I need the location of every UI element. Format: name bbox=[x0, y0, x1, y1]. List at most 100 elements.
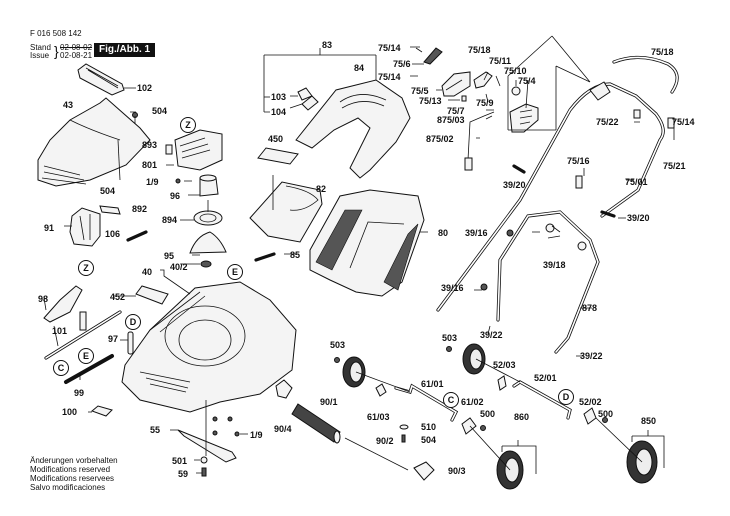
label-503: 503 bbox=[442, 333, 458, 343]
label-39-22: 39/22 bbox=[480, 330, 503, 340]
nut-503-a bbox=[334, 357, 340, 363]
part-75-16-clip bbox=[575, 175, 583, 189]
label-75-14: 75/14 bbox=[378, 43, 401, 53]
label-80: 80 bbox=[438, 228, 449, 238]
part-104-switch-cover bbox=[301, 95, 319, 111]
label-85: 85 bbox=[290, 250, 301, 260]
nut-503-b bbox=[446, 346, 452, 352]
figure-label: Fig./Abb. 1 bbox=[94, 43, 156, 57]
label-75-4: 75/4 bbox=[518, 76, 536, 86]
label-61-02: 61/02 bbox=[461, 397, 484, 407]
label-875-02: 875/02 bbox=[426, 134, 454, 144]
label-504: 504 bbox=[421, 435, 437, 445]
label-96: 96 bbox=[170, 191, 181, 201]
label-504: 504 bbox=[100, 186, 116, 196]
label-40: 40 bbox=[142, 267, 153, 277]
part-80-grass-box bbox=[309, 189, 425, 297]
part-75-18-lever bbox=[473, 71, 493, 89]
issue-label: Issue bbox=[30, 51, 50, 60]
label-90-4: 90/4 bbox=[274, 424, 292, 434]
stand-date: 02-08-02 bbox=[60, 43, 93, 52]
part-55-blade bbox=[177, 429, 237, 463]
ref-marker-c: C bbox=[443, 392, 459, 408]
part-501-washer bbox=[200, 456, 208, 464]
issue-date: 02-08-21 bbox=[60, 51, 93, 60]
part-510-washer bbox=[399, 424, 409, 430]
part-43-motor-cover bbox=[37, 97, 151, 187]
part-90-1-roller bbox=[291, 403, 341, 444]
label-39-18: 39/18 bbox=[543, 260, 566, 270]
plug-connector bbox=[464, 157, 473, 171]
part-40-2-bearing bbox=[200, 260, 212, 268]
part-number: F 016 508 142 bbox=[30, 29, 82, 38]
ref-marker-z: Z bbox=[78, 260, 94, 276]
label-894: 894 bbox=[162, 215, 178, 225]
part-84-upper-handle bbox=[295, 79, 411, 179]
part-75-22-clip bbox=[633, 109, 641, 119]
part-39-20-screw bbox=[512, 164, 526, 174]
label-75-18: 75/18 bbox=[468, 45, 491, 55]
label-75-5: 75/5 bbox=[411, 86, 429, 96]
part-52-02-bracket bbox=[583, 407, 597, 425]
nut-500-b bbox=[602, 417, 608, 423]
label-90-1: 90/1 bbox=[320, 397, 338, 407]
label-82: 82 bbox=[316, 184, 327, 194]
label-104: 104 bbox=[271, 107, 287, 117]
part-96-pulley-housing bbox=[199, 174, 219, 197]
part-892-rod bbox=[126, 230, 148, 242]
part-90-2-shaft bbox=[344, 437, 409, 471]
label-878: 878 bbox=[582, 303, 598, 313]
part-59-bolt bbox=[201, 467, 207, 477]
label-90-2: 90/2 bbox=[376, 436, 394, 446]
ref-marker-e: E bbox=[78, 348, 94, 364]
part-75-01-upper-bar bbox=[436, 81, 665, 312]
label-510: 510 bbox=[421, 422, 437, 432]
label-91: 91 bbox=[44, 223, 55, 233]
part-99-rod bbox=[64, 354, 114, 384]
part-75-18-cable-guide bbox=[612, 55, 679, 94]
part-894-pulley bbox=[193, 200, 223, 226]
label-106: 106 bbox=[105, 229, 121, 239]
label-39-16: 39/16 bbox=[465, 228, 488, 238]
label-52-02: 52/02 bbox=[579, 397, 602, 407]
label-801: 801 bbox=[142, 160, 158, 170]
ref-marker-d: D bbox=[125, 314, 141, 330]
part-801-motor bbox=[165, 129, 223, 171]
label-98: 98 bbox=[38, 294, 49, 304]
label-500: 500 bbox=[598, 409, 614, 419]
label-55: 55 bbox=[150, 425, 161, 435]
screw-1-9 bbox=[175, 178, 181, 184]
part-75-13-pin bbox=[461, 95, 467, 102]
part-90-3-bracket bbox=[413, 461, 435, 481]
label-90-3: 90/3 bbox=[448, 466, 466, 476]
part-97-pin bbox=[127, 331, 134, 355]
label-75-6: 75/6 bbox=[393, 59, 411, 69]
label-61-01: 61/01 bbox=[421, 379, 444, 389]
label-75-18: 75/18 bbox=[651, 47, 674, 57]
label-75-01: 75/01 bbox=[625, 177, 648, 187]
label-61-03: 61/03 bbox=[367, 412, 390, 422]
label-59: 59 bbox=[178, 469, 189, 479]
label-892: 892 bbox=[132, 204, 148, 214]
nut-500-a bbox=[480, 425, 486, 431]
label-450: 450 bbox=[268, 134, 284, 144]
label-52-03: 52/03 bbox=[493, 360, 516, 370]
label-100: 100 bbox=[62, 407, 78, 417]
note-de: Änderungen vorbehalten bbox=[30, 456, 118, 465]
label-504: 504 bbox=[152, 106, 168, 116]
ref-marker-z: Z bbox=[180, 117, 196, 133]
ref-marker-e: E bbox=[227, 264, 243, 280]
label-850: 850 bbox=[641, 416, 657, 426]
stand-label: Stand bbox=[30, 43, 51, 52]
label-75-14: 75/14 bbox=[378, 72, 401, 82]
label-452: 452 bbox=[110, 292, 126, 302]
label-75-9: 75/9 bbox=[476, 98, 494, 108]
part-61-03-bracket bbox=[375, 383, 387, 397]
label-75-14: 75/14 bbox=[672, 117, 695, 127]
label-102: 102 bbox=[137, 83, 153, 93]
label-500: 500 bbox=[480, 409, 496, 419]
part-106-pad bbox=[99, 205, 121, 215]
label-40-2: 40/2 bbox=[170, 262, 188, 272]
